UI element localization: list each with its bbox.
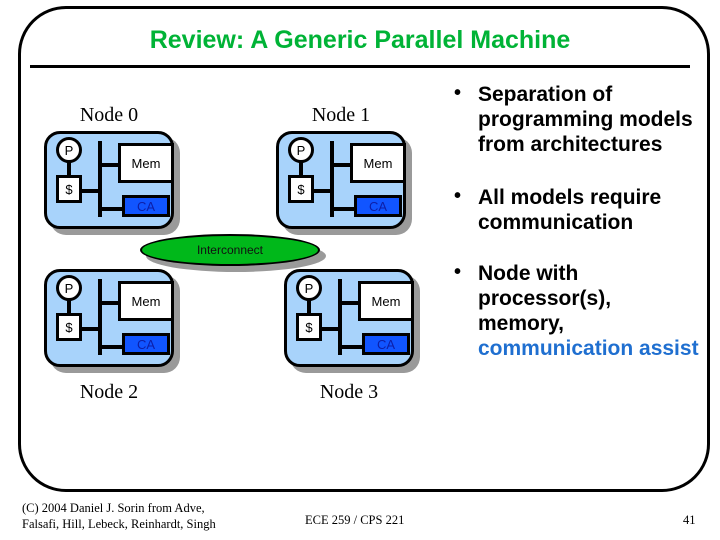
node-1-bus-vertical	[330, 141, 334, 217]
node-2-p-cache-link	[67, 297, 71, 313]
node-0-cache-link	[82, 189, 102, 193]
node-0-comm-assist[interactable]: CA	[122, 195, 170, 217]
node-3-group: P $ Mem CA Node 3	[284, 269, 426, 403]
footer-credit-line-2: Falsafi, Hill, Lebeck, Reinhardt, Singh	[22, 517, 216, 531]
node-0-processor[interactable]: P	[56, 137, 82, 163]
node-0-ca-link	[98, 207, 124, 211]
node-1-mem-link	[330, 163, 352, 167]
node-3-label: Node 3	[319, 381, 379, 403]
node-1-p-cache-link	[299, 159, 303, 175]
node-2-memory[interactable]: Mem	[118, 281, 174, 321]
node-3-cache[interactable]: $	[296, 313, 322, 341]
node-2-cache[interactable]: $	[56, 313, 82, 341]
node-0-mem-link	[98, 163, 120, 167]
footer-credit-line-1: (C) 2004 Daniel J. Sorin from Adve,	[22, 501, 205, 515]
node-3-bus-vertical	[338, 279, 342, 355]
bullet-item-1: Separation of programming models from ar…	[452, 81, 702, 157]
node-3-processor[interactable]: P	[296, 275, 322, 301]
footer-page-number: 41	[683, 513, 696, 527]
node-2-ca-link	[98, 345, 124, 349]
footer-course-code: ECE 259 / CPS 221	[305, 513, 405, 527]
bullet-list: Separation of programming models from ar…	[452, 81, 702, 389]
node-3-comm-assist[interactable]: CA	[362, 333, 410, 355]
node-1-memory[interactable]: Mem	[350, 143, 406, 183]
node-2-label: Node 2	[79, 381, 139, 403]
node-2-comm-assist[interactable]: CA	[122, 333, 170, 355]
node-1-processor[interactable]: P	[288, 137, 314, 163]
node-2-group: P $ Mem CA Node 2	[44, 269, 186, 403]
interconnect-bus[interactable]: Interconnect	[140, 234, 320, 266]
node-3-p-cache-link	[307, 297, 311, 313]
node-2-bus-vertical	[98, 279, 102, 355]
node-0-bus-vertical	[98, 141, 102, 217]
bullet-item-3: Node with processor(s), memory, communic…	[452, 260, 702, 361]
bullet-item-1-text: Separation of programming models from ar…	[478, 83, 693, 156]
node-1-comm-assist[interactable]: CA	[354, 195, 402, 217]
node-3-mem-link	[338, 301, 360, 305]
node-0-label: Node 0	[79, 104, 139, 126]
bullet-item-3-accent-text: communication assist	[478, 337, 699, 360]
bullet-item-2: All models require communication	[452, 184, 702, 235]
node-1-cache-link	[314, 189, 334, 193]
node-2-mem-link	[98, 301, 120, 305]
node-3-cache-link	[322, 327, 342, 331]
node-0-group: Node 0 P $ Mem CA	[44, 104, 186, 241]
node-3-memory[interactable]: Mem	[358, 281, 414, 321]
node-1-cache[interactable]: $	[288, 175, 314, 203]
node-2-processor[interactable]: P	[56, 275, 82, 301]
node-2-cache-link	[82, 327, 102, 331]
bullet-item-2-text: All models require communication	[478, 186, 662, 234]
slide-frame-border	[18, 6, 710, 492]
page-title: Review: A Generic Parallel Machine	[149, 26, 571, 54]
node-0-p-cache-link	[67, 159, 71, 175]
node-1-label: Node 1	[311, 104, 371, 126]
node-0-memory[interactable]: Mem	[118, 143, 174, 183]
node-1-ca-link	[330, 207, 356, 211]
node-1-group: Node 1 P $ Mem CA	[276, 104, 418, 241]
title-divider	[30, 65, 690, 68]
bullet-item-3-text: Node with processor(s), memory,	[478, 262, 612, 335]
node-3-ca-link	[338, 345, 364, 349]
footer-credit: (C) 2004 Daniel J. Sorin from Adve, Fals…	[22, 500, 322, 532]
node-0-cache[interactable]: $	[56, 175, 82, 203]
